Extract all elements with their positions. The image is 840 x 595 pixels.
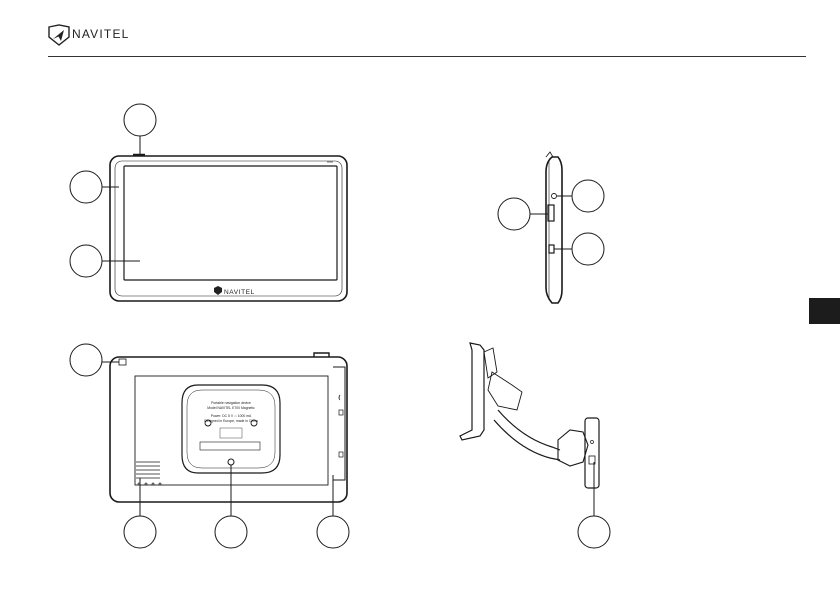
- callout-circle-port-strip: [316, 515, 350, 549]
- section-tab: [809, 298, 840, 324]
- callout-circle-speaker: [123, 515, 157, 549]
- back-label-line-3: Power: DC 5 V ⎓ 1000 mA: [211, 414, 252, 418]
- callout-circle-indicator: [69, 170, 103, 204]
- back-label-line-4: Designed in Europe, made in China: [204, 419, 258, 423]
- callout-circle-usb: [571, 232, 605, 266]
- page-header: NAVITEL: [0, 0, 840, 60]
- back-label-line-1: Portable navigation device: [211, 401, 251, 405]
- back-speaker-grille: [136, 461, 160, 479]
- back-label-plate: [181, 384, 281, 474]
- back-mount-socket: [227, 458, 235, 466]
- callout-circle-power: [123, 103, 157, 137]
- brand-name: NAVITEL: [72, 27, 130, 41]
- windshield-mount: [459, 342, 611, 549]
- back-view: Portable navigation device Model NAVITEL…: [69, 343, 350, 549]
- side-card-slot: [547, 204, 555, 222]
- navitel-logo-icon: [48, 24, 70, 46]
- back-serial-box: [199, 441, 261, 451]
- mount-joint: [557, 429, 589, 467]
- front-screen-logo: NAVITEL: [224, 289, 255, 296]
- side-usb-port: [548, 244, 555, 254]
- back-screw-right: [250, 419, 258, 427]
- callout-circle-card-slot: [497, 197, 531, 231]
- mount-arm: [497, 409, 561, 451]
- front-device-body: [109, 155, 348, 302]
- back-device-body: [109, 356, 348, 503]
- callout-circle-headphone: [571, 179, 605, 213]
- mount-cradle: [584, 417, 600, 489]
- callout-circle-reset: [69, 343, 103, 377]
- side-headphone-jack: [551, 193, 557, 199]
- suction-cup: [459, 342, 485, 441]
- callout-circle-screen: [69, 244, 103, 278]
- back-reset-button: [118, 358, 127, 366]
- side-device-profile: [545, 156, 563, 304]
- back-label-line-2: Model NAVITEL E700 Magnetic: [207, 406, 255, 410]
- side-view: [497, 151, 605, 304]
- callout-circle-cradle: [577, 515, 611, 549]
- back-port-strip: [333, 366, 346, 481]
- front-logo-mark-icon: [214, 286, 222, 295]
- callout-circle-mount-socket: [214, 515, 248, 549]
- back-screw-left: [204, 419, 212, 427]
- front-view: NAVITEL: [69, 103, 348, 302]
- header-divider: [48, 56, 806, 57]
- front-device-bezel: [114, 160, 343, 297]
- front-screen: [123, 165, 338, 281]
